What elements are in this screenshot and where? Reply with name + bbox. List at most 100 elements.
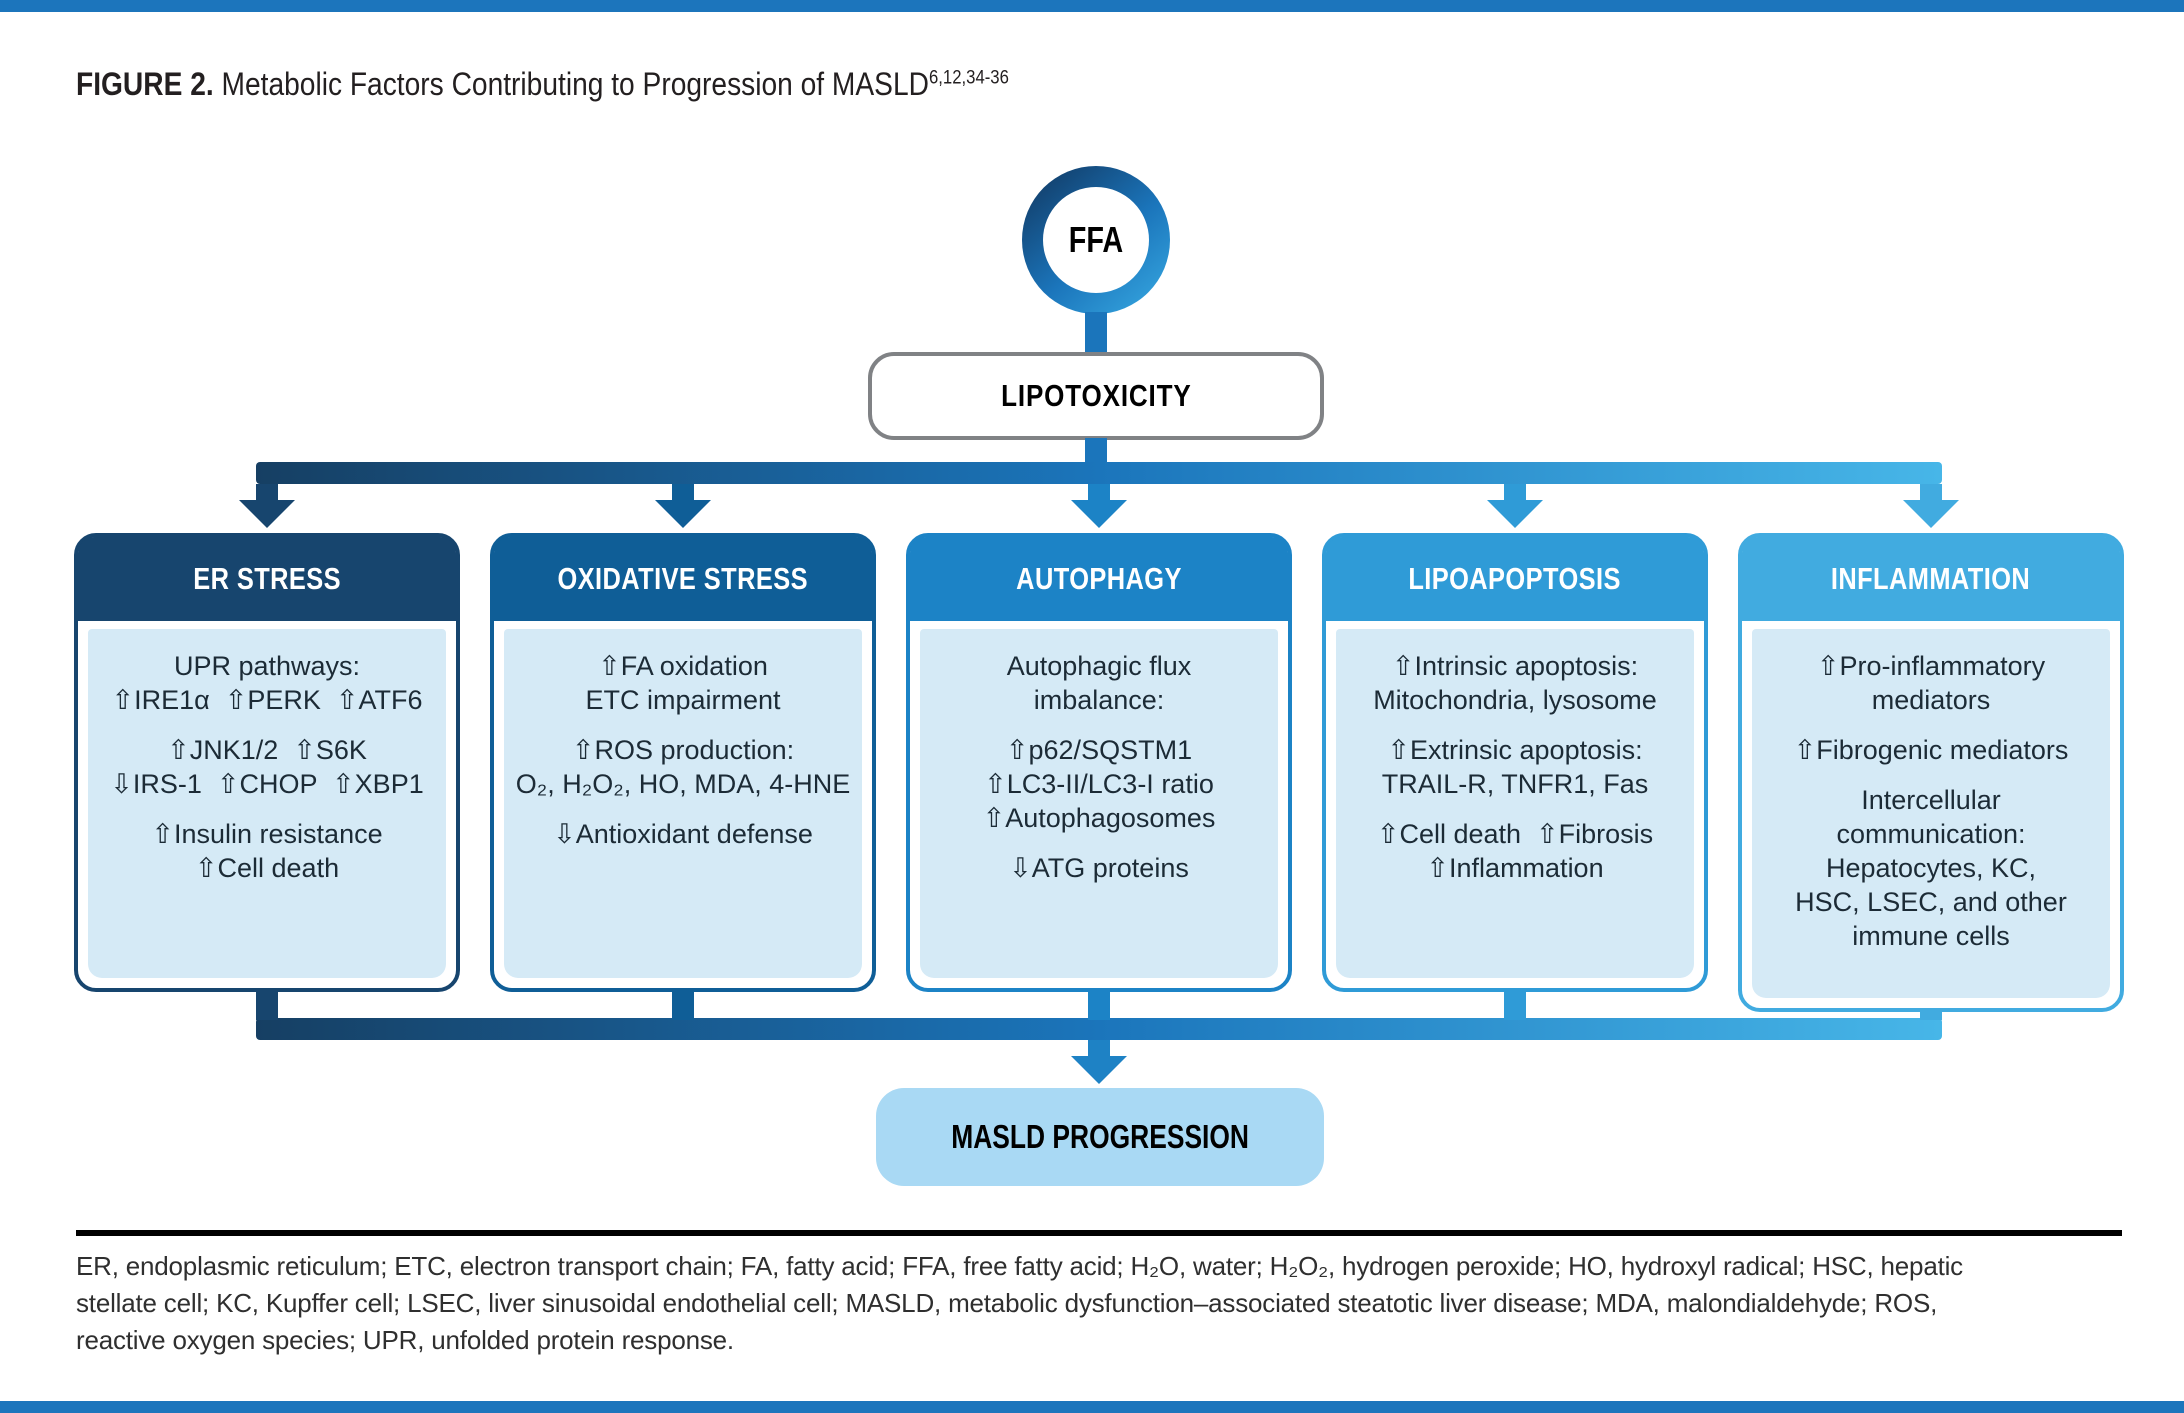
body-line: TRAIL-R, TNFR1, Fas — [1381, 769, 1649, 799]
arrow-down-icon — [1071, 1056, 1127, 1084]
connector-inflammation-bar — [1920, 1012, 1942, 1020]
body-line: ⇧Intrinsic apoptosis: — [1391, 651, 1639, 681]
footnote-line: stellate cell; KC, Kupffer cell; LSEC, l… — [76, 1288, 1938, 1318]
category-box-paragraph: ⇩Antioxidant defense — [504, 817, 862, 851]
connector-lipoapoptosis-bar — [1504, 992, 1526, 1020]
body-line: ⇧FA oxidation — [598, 651, 768, 681]
body-line: ⇧Pro-inflammatory — [1816, 651, 2046, 681]
body-line: immune cells — [1852, 921, 2010, 951]
figure-title-text: Metabolic Factors Contributing to Progre… — [213, 66, 929, 102]
body-line: Autophagic flux — [1006, 651, 1192, 681]
connector-bar-autophagy — [1088, 484, 1110, 500]
category-box-body: Autophagic flux imbalance: ⇧p62/SQSTM1 ⇧LC3… — [920, 629, 1278, 978]
footnote-line: ER, endoplasmic reticulum; ETC, electron… — [76, 1251, 1963, 1281]
body-line: ⇩ATG proteins — [1009, 853, 1189, 883]
connector-autophagy-bar — [1088, 992, 1110, 1020]
category-box-inflammation: INFLAMMATION ⇧Pro-inflammatory mediators ⇧F… — [1738, 533, 2124, 1012]
footnote: ER, endoplasmic reticulum; ETC, electron… — [76, 1248, 1963, 1359]
body-line: ⇧p62/SQSTM1 — [1005, 735, 1193, 765]
category-box-header: INFLAMMATION — [1742, 537, 2120, 621]
connector-bar-inflammation — [1920, 484, 1942, 500]
body-line: ⇧LC3-II/LC3-I ratio — [984, 769, 1214, 799]
masld-progression-label: MASLD PROGRESSION — [951, 1118, 1249, 1155]
category-box-paragraph: ⇧Intrinsic apoptosis:Mitochondria, lysos… — [1336, 649, 1694, 717]
arrow-down-icon — [1071, 500, 1127, 528]
body-line: Hepatocytes, KC, — [1825, 853, 2037, 883]
ffa-node: FFA — [1022, 166, 1170, 314]
category-box-title: ER STRESS — [193, 561, 341, 596]
distribution-bar-top — [256, 462, 1942, 484]
ffa-label: FFA — [1068, 219, 1124, 260]
body-line: ⇧Insulin resistance — [151, 819, 383, 849]
footnote-rule — [76, 1230, 2122, 1236]
category-box-paragraph: ⇧Cell death ⇧Fibrosis ⇧Inflammation — [1336, 817, 1694, 885]
category-box-title: OXIDATIVE STRESS — [557, 561, 809, 596]
category-box-lipoapoptosis: LIPOAPOPTOSIS ⇧Intrinsic apoptosis:Mitoch… — [1322, 533, 1708, 992]
category-box-paragraph: ⇧JNK1/2 ⇧S6K ⇩IRS-1 ⇧CHOP ⇧XBP1 — [88, 733, 446, 801]
body-line: ⇧Cell death — [194, 853, 340, 883]
connector-ffa-lipotoxicity — [1085, 312, 1107, 354]
body-line: ⇧Autophagosomes — [982, 803, 1216, 833]
figure-title-superscript: 6,12,34-36 — [928, 67, 1009, 89]
collector-bar-bottom — [256, 1018, 1942, 1040]
category-box-header: OXIDATIVE STRESS — [494, 537, 872, 621]
arrow-down-icon — [1487, 500, 1543, 528]
category-box-autophagy: AUTOPHAGY Autophagic flux imbalance: ⇧p62/S… — [906, 533, 1292, 992]
category-box-paragraph: ⇧Insulin resistance ⇧Cell death — [88, 817, 446, 885]
category-box-header: ER STRESS — [78, 537, 456, 621]
category-box-body: ⇧Pro-inflammatory mediators ⇧Fibrogenic me… — [1752, 629, 2110, 998]
lipotoxicity-node: LIPOTOXICITY — [868, 352, 1324, 440]
body-line: ⇩Antioxidant defense — [553, 819, 813, 849]
category-box-paragraph: Autophagic flux imbalance: — [920, 649, 1278, 717]
body-line: ⇧Cell death ⇧Fibrosis — [1376, 819, 1654, 849]
body-line: ⇧Extrinsic apoptosis: — [1387, 735, 1643, 765]
category-box-paragraph: ⇧Fibrogenic mediators — [1752, 733, 2110, 767]
figure-title: FIGURE 2. Metabolic Factors Contributing… — [76, 66, 1136, 103]
body-line: imbalance: — [1033, 685, 1165, 715]
connector-bar-oxidative-stress — [672, 484, 694, 500]
category-box-title: LIPOAPOPTOSIS — [1408, 561, 1622, 596]
top-accent-bar — [0, 0, 2184, 12]
connector-lipotoxicity-bar — [1085, 438, 1107, 464]
arrow-down-icon — [1903, 500, 1959, 528]
category-box-title: INFLAMMATION — [1831, 561, 2031, 596]
category-box-paragraph: UPR pathways: ⇧IRE1α ⇧PERK ⇧ATF6 — [88, 649, 446, 717]
body-line: ETC impairment — [585, 685, 781, 715]
category-box-paragraph: ⇩ATG proteins — [920, 851, 1278, 885]
category-box-paragraph: ⇧ROS production: O₂, H₂O₂, HO, MDA, 4-HNE — [504, 733, 862, 801]
body-line: mediators — [1871, 685, 1991, 715]
masld-progression-node: MASLD PROGRESSION — [876, 1088, 1324, 1186]
body-line: UPR pathways: — [173, 651, 361, 681]
connector-bar-er-stress — [256, 484, 278, 500]
body-line: ⇧Inflammation — [1426, 853, 1604, 883]
category-box-paragraph: ⇧Pro-inflammatory mediators — [1752, 649, 2110, 717]
category-box-header: LIPOAPOPTOSIS — [1326, 537, 1704, 621]
body-line: communication: — [1836, 819, 2026, 849]
body-line: ⇩IRS-1 ⇧CHOP ⇧XBP1 — [110, 769, 424, 799]
bottom-accent-bar — [0, 1401, 2184, 1413]
footnote-line: reactive oxygen species; UPR, unfolded p… — [76, 1325, 734, 1355]
category-box-paragraph: ⇧Extrinsic apoptosis: TRAIL-R, TNFR1, Fas — [1336, 733, 1694, 801]
connector-bar-lipoapoptosis — [1504, 484, 1526, 500]
category-box-body: UPR pathways: ⇧IRE1α ⇧PERK ⇧ATF6 ⇧JNK1/2 ⇧… — [88, 629, 446, 978]
body-line: ⇧JNK1/2 ⇧S6K — [167, 735, 367, 765]
category-box-paragraph: ⇧p62/SQSTM1 ⇧LC3-II/LC3-I ratio ⇧Autophago… — [920, 733, 1278, 835]
body-line: ⇧IRE1α ⇧PERK ⇧ATF6 — [111, 685, 423, 715]
body-line: O₂, H₂O₂, HO, MDA, 4-HNE — [515, 769, 851, 799]
connector-bar-masld — [1088, 1040, 1110, 1056]
category-box-header: AUTOPHAGY — [910, 537, 1288, 621]
arrow-down-icon — [239, 500, 295, 528]
lipotoxicity-label: LIPOTOXICITY — [1000, 378, 1192, 413]
category-box-title: AUTOPHAGY — [1016, 561, 1182, 596]
arrow-down-icon — [655, 500, 711, 528]
category-box-er-stress: ER STRESS UPR pathways: ⇧IRE1α ⇧PERK ⇧ATF6… — [74, 533, 460, 992]
connector-oxidative-stress-bar — [672, 992, 694, 1020]
body-line: ⇧Fibrogenic mediators — [1793, 735, 2069, 765]
body-line: ⇧ROS production: — [571, 735, 795, 765]
ffa-node-inner: FFA — [1043, 187, 1149, 293]
body-line: HSC, LSEC, and other — [1795, 887, 2067, 917]
